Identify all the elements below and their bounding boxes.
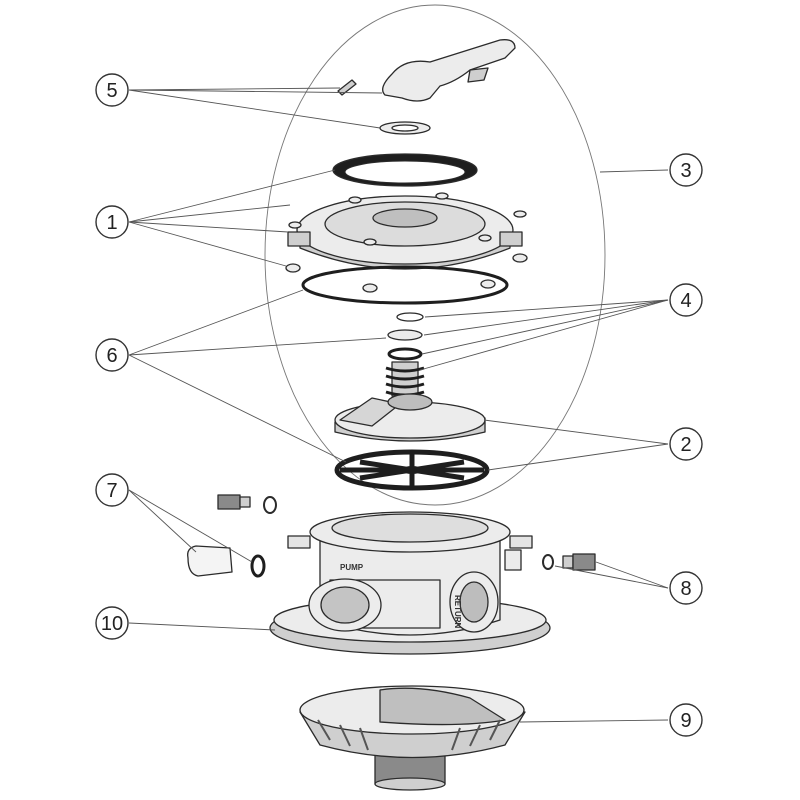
rotor-disc: [334, 393, 486, 442]
valve-body: PUMP RETURN: [287, 511, 533, 636]
svg-text:4: 4: [680, 290, 691, 312]
callout-2: 2: [669, 427, 703, 461]
svg-text:3: 3: [680, 160, 691, 182]
left-adapter-fitting: [187, 545, 266, 578]
svg-text:1: 1: [106, 212, 117, 234]
svg-text:9: 9: [680, 710, 691, 732]
svg-text:6: 6: [106, 345, 117, 367]
callout-1: 1: [95, 205, 129, 239]
callout-7: 7: [95, 473, 129, 507]
handle-part: [382, 39, 516, 102]
leader-lines: [128, 87, 669, 723]
callout-8: 8: [669, 571, 703, 605]
spring-and-shaft: [385, 361, 425, 397]
bottom-diffuser: [299, 685, 526, 791]
cover-nuts: [285, 253, 528, 293]
callout-4: 4: [669, 283, 703, 317]
pump-marking: PUMP: [340, 563, 364, 572]
callout-10: 10: [95, 606, 129, 640]
return-marking: RETURN: [453, 595, 462, 629]
valve-cover: [287, 195, 523, 270]
shaft-washers: [387, 312, 424, 361]
handle-washer: [379, 121, 431, 135]
cover-gasket: [332, 153, 478, 187]
callout-5: 5: [95, 73, 129, 107]
svg-text:2: 2: [680, 434, 691, 456]
cover-screws: [288, 192, 527, 246]
svg-text:8: 8: [680, 578, 691, 600]
left-plug-fitting: [217, 494, 277, 514]
handle-pin: [337, 79, 357, 96]
callout-6: 6: [95, 338, 129, 372]
callout-3: 3: [669, 153, 703, 187]
body-o-ring: [301, 265, 509, 305]
spider-gasket: [334, 449, 490, 491]
svg-text:5: 5: [106, 80, 117, 102]
svg-text:7: 7: [106, 480, 117, 502]
assembly-group-outline: [264, 4, 606, 506]
svg-text:10: 10: [101, 613, 123, 635]
right-plug-fitting: [542, 553, 596, 571]
callout-9: 9: [669, 703, 703, 737]
